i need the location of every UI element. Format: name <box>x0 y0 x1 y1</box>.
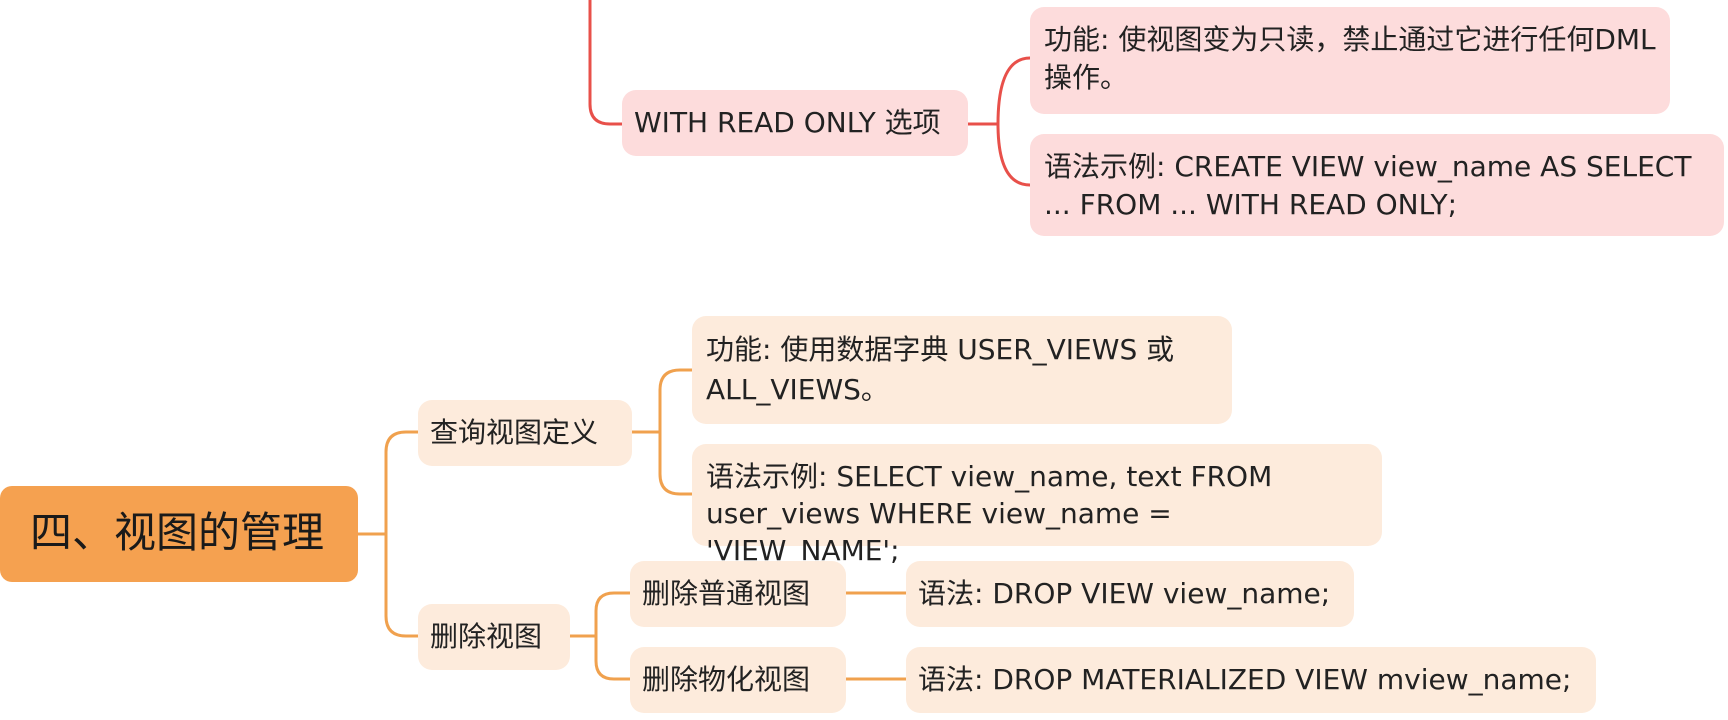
read-only-function-node[interactable]: 功能: 使视图变为只读，禁止通过它进行任何DML操作。 <box>1030 7 1670 114</box>
drop-materialized-view-syntax-node[interactable]: 语法: DROP MATERIALIZED VIEW mview_name; <box>906 647 1596 713</box>
connector-root-to-drop <box>358 532 418 638</box>
drop-materialized-view-node[interactable]: 删除物化视图 <box>630 647 846 713</box>
read-only-syntax-node[interactable]: 语法示例: CREATE VIEW view_name AS SELECT ..… <box>1030 134 1724 236</box>
connector-drop-to-normal <box>570 591 630 638</box>
drop-view-node[interactable]: 删除视图 <box>418 604 570 670</box>
read-only-option-node[interactable]: WITH READ ONLY 选项 <box>622 90 968 156</box>
connector-drop-to-materialized <box>570 634 630 681</box>
connector-read-only-to-syntax <box>968 122 1031 187</box>
query-view-function-node[interactable]: 功能: 使用数据字典 USER_VIEWS 或 ALL_VIEWS。 <box>692 316 1232 424</box>
connector-query-to-syntax <box>632 430 692 496</box>
connector-query-to-function <box>632 368 692 434</box>
connector-root-to-query <box>358 430 418 536</box>
query-view-syntax-node[interactable]: 语法示例: SELECT view_name, text FROM user_v… <box>692 444 1382 567</box>
connector-read-only-to-function <box>968 56 1031 126</box>
query-view-definition-node[interactable]: 查询视图定义 <box>418 400 632 466</box>
drop-normal-view-syntax-node[interactable]: 语法: DROP VIEW view_name; <box>906 561 1354 627</box>
root-node-view-management[interactable]: 四、视图的管理 <box>0 486 358 582</box>
drop-normal-view-node[interactable]: 删除普通视图 <box>630 561 846 627</box>
connector-parent-to-read-only <box>588 0 622 126</box>
